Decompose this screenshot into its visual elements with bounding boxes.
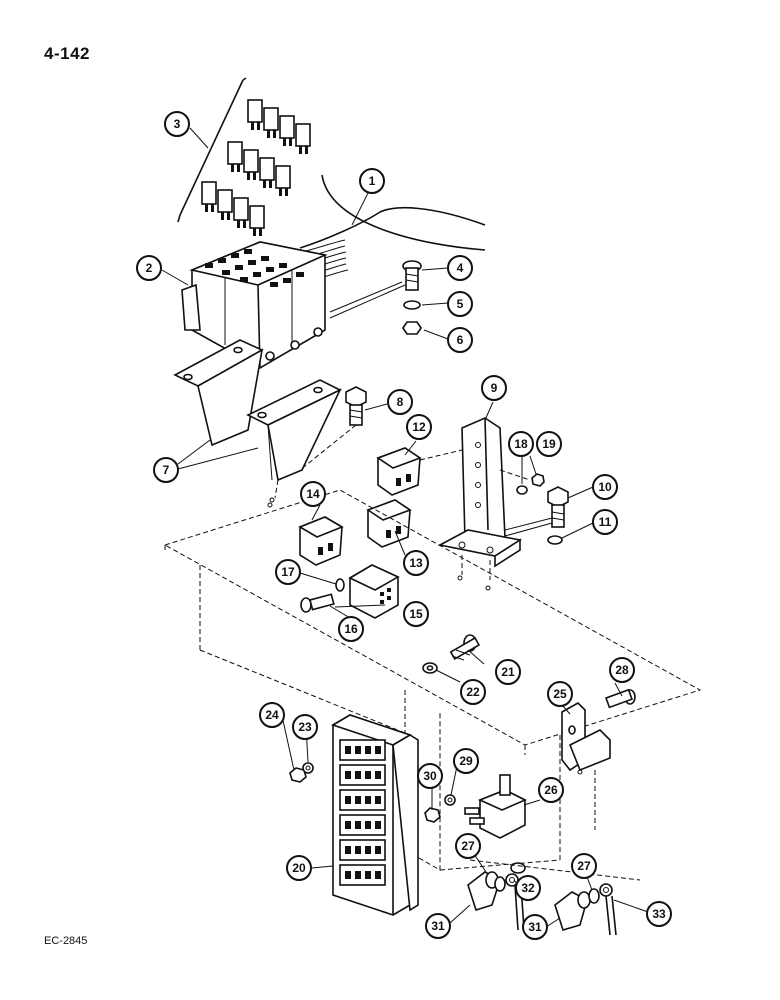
- relay-13: [366, 499, 412, 548]
- callout-33: 33: [646, 901, 672, 927]
- bracket-25: [561, 702, 611, 775]
- callout-9-label: 9: [491, 381, 498, 395]
- callout-15-label: 15: [409, 607, 423, 621]
- callout-31-right-label: 31: [528, 920, 542, 934]
- callout-1: 1: [359, 168, 385, 194]
- callout-27-right-label: 27: [577, 859, 591, 873]
- callout-22: 22: [460, 679, 486, 705]
- callout-26: 26: [538, 777, 564, 803]
- callout-32: 32: [515, 875, 541, 901]
- callout-9: 9: [481, 375, 507, 401]
- callout-5-label: 5: [457, 297, 464, 311]
- callout-28: 28: [609, 657, 635, 683]
- callout-10-label: 10: [598, 480, 612, 494]
- callout-21: 21: [495, 659, 521, 685]
- callout-15: 15: [403, 601, 429, 627]
- mounting-panel: [164, 489, 702, 871]
- callout-20: 20: [286, 855, 312, 881]
- callout-20-label: 20: [292, 861, 306, 875]
- callout-17-label: 17: [281, 565, 295, 579]
- callout-11-label: 11: [599, 515, 612, 529]
- callout-33-label: 33: [652, 907, 666, 921]
- callout-11: 11: [592, 509, 618, 535]
- callout-5: 5: [447, 291, 473, 317]
- relay-14: [298, 516, 344, 566]
- callout-3: 3: [164, 111, 190, 137]
- fuse-block: [181, 241, 328, 369]
- fuse-set-group: [177, 77, 311, 236]
- screw-21-washer-22: [422, 634, 481, 674]
- callout-16-label: 16: [344, 622, 358, 636]
- relay-12: [376, 447, 463, 496]
- callout-27-right: 27: [571, 853, 597, 879]
- callout-8: 8: [387, 389, 413, 415]
- page-number: 4-142: [44, 44, 90, 63]
- callout-14-label: 14: [306, 487, 320, 501]
- cable-assembly-right: [469, 859, 641, 936]
- callout-23-label: 23: [298, 720, 312, 734]
- nuts-23-24: [289, 762, 314, 783]
- callout-19-label: 19: [542, 437, 556, 451]
- callout-22-label: 22: [466, 685, 480, 699]
- callout-12: 12: [406, 414, 432, 440]
- callout-27-left: 27: [455, 833, 481, 859]
- figure-code: EC-2845: [44, 935, 88, 947]
- callout-3-label: 3: [174, 117, 181, 131]
- callout-10: 10: [592, 474, 618, 500]
- bolt-10-washer-11: [504, 486, 569, 545]
- callout-16: 16: [338, 616, 364, 642]
- callout-17: 17: [275, 559, 301, 585]
- callout-31-right: 31: [522, 914, 548, 940]
- callout-18: 18: [508, 431, 534, 457]
- callout-7-label: 7: [163, 463, 170, 477]
- relay-bracket: [437, 417, 523, 580]
- callout-31-left-label: 31: [431, 919, 445, 933]
- terminal-block: [331, 714, 419, 916]
- callout-4-label: 4: [457, 261, 464, 275]
- bolt-washer-nut-set: [329, 260, 422, 335]
- callout-23: 23: [292, 714, 318, 740]
- callout-24: 24: [259, 702, 285, 728]
- callout-21-label: 21: [501, 665, 515, 679]
- callout-29-label: 29: [459, 754, 473, 768]
- callout-14: 14: [300, 481, 326, 507]
- callout-30: 30: [417, 763, 443, 789]
- callout-12-label: 12: [412, 420, 426, 434]
- callout-2-label: 2: [146, 261, 153, 275]
- callout-2: 2: [136, 255, 162, 281]
- terminal-rows: [339, 739, 386, 886]
- nuts-29-30: [424, 794, 456, 823]
- callout-6: 6: [447, 327, 473, 353]
- callout-13-label: 13: [409, 556, 423, 570]
- screw-28: [604, 688, 636, 709]
- callout-24-label: 24: [265, 708, 279, 722]
- callout-27-left-label: 27: [461, 839, 475, 853]
- callout-30-label: 30: [423, 769, 437, 783]
- callout-25: 25: [547, 681, 573, 707]
- callout-18-label: 18: [514, 437, 528, 451]
- nuts-18-19: [499, 469, 545, 495]
- cable-assembly-left: [467, 862, 526, 931]
- callout-4: 4: [447, 255, 473, 281]
- callout-32-label: 32: [521, 881, 535, 895]
- callout-19: 19: [536, 431, 562, 457]
- circuit-breaker-26: [464, 774, 527, 839]
- callout-1-label: 1: [369, 174, 376, 188]
- callout-29: 29: [453, 748, 479, 774]
- callout-6-label: 6: [457, 333, 464, 347]
- bolt-8: [299, 386, 367, 471]
- relay-15: [348, 564, 400, 619]
- callout-13: 13: [403, 550, 429, 576]
- callout-25-label: 25: [553, 687, 567, 701]
- fuse-block-brackets: [173, 339, 342, 508]
- callout-8-label: 8: [397, 395, 404, 409]
- screw-16-washer-17: [300, 578, 345, 613]
- callout-31-left: 31: [425, 913, 451, 939]
- callout-7: 7: [153, 457, 179, 483]
- callout-26-label: 26: [544, 783, 558, 797]
- callout-28-label: 28: [615, 663, 629, 677]
